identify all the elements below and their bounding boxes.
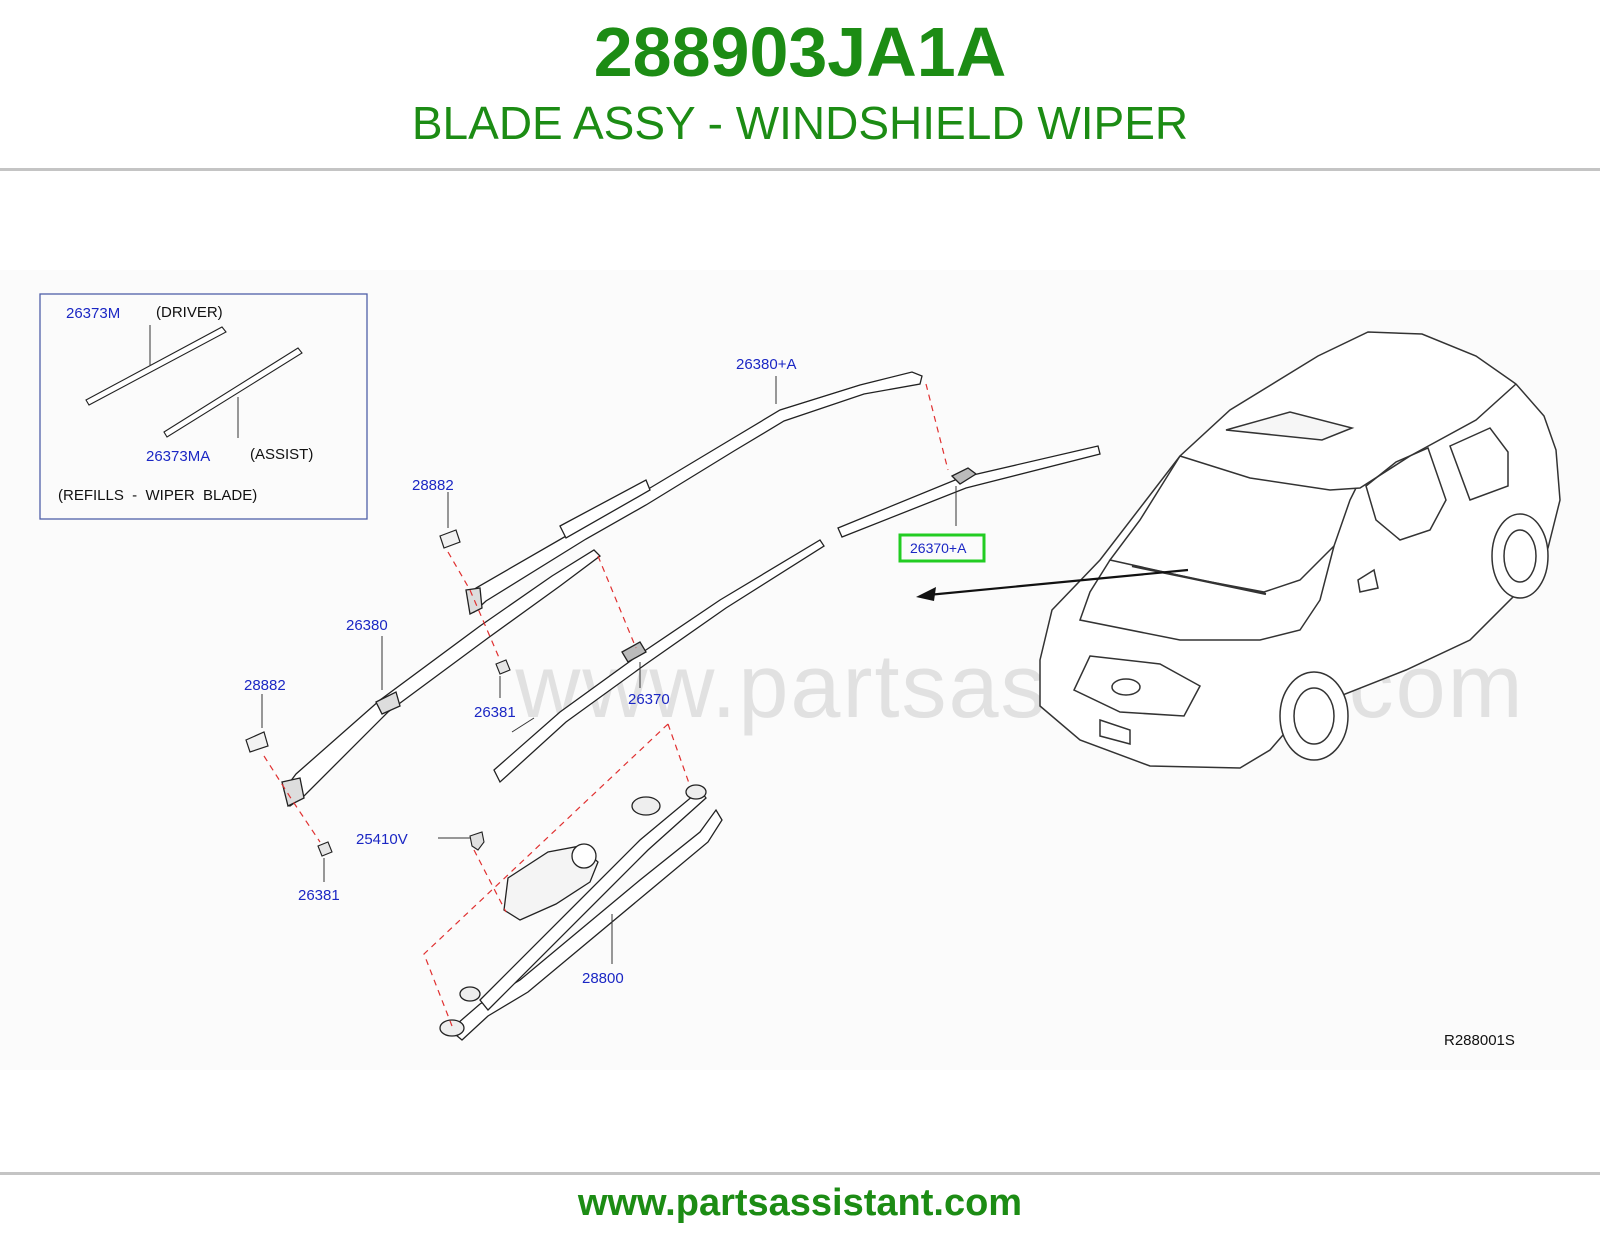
vehicle-hood xyxy=(1079,545,1335,641)
header-divider xyxy=(0,168,1600,171)
callout-cap-upper[interactable]: 28882 xyxy=(412,477,454,494)
vehicle-front-window xyxy=(1365,446,1447,541)
pivot-cap-upper xyxy=(439,529,461,549)
arm-driver-pivot xyxy=(281,777,305,807)
vehicle-illustration xyxy=(1039,331,1561,769)
wiper-blade-driver xyxy=(493,539,825,784)
callout-cap-lower[interactable]: 28882 xyxy=(244,677,286,694)
wiper-blade-assist xyxy=(837,445,1101,538)
vehicle-rear-wheel xyxy=(1491,513,1549,599)
vehicle-windshield xyxy=(1108,455,1357,593)
blade-driver-clip xyxy=(621,641,647,663)
refills-inset-border xyxy=(39,293,368,520)
callout-blade-driver[interactable]: 26370 xyxy=(628,691,670,708)
wiper-motor-cap xyxy=(571,843,597,869)
dash-cap-to-nut-upper xyxy=(447,551,501,661)
dash-arm-to-blade-driver xyxy=(597,555,637,649)
callout-arm-assist[interactable]: 26380+A xyxy=(736,356,796,373)
arm-assist-sleeve xyxy=(559,479,651,539)
refill-strip-assist xyxy=(163,347,303,438)
linkage-pivot-shaft-lower xyxy=(459,986,481,1002)
vehicle-roof-edge xyxy=(1179,383,1517,491)
vehicle-rear-hub xyxy=(1503,529,1537,583)
blade-assist-clip xyxy=(950,467,978,485)
vehicle-front-wheel xyxy=(1279,671,1349,761)
vehicle-wiper-blades xyxy=(1131,564,1267,596)
nut-upper xyxy=(495,659,511,675)
vehicle-mirror xyxy=(1357,568,1379,593)
wiper-arm-driver xyxy=(281,549,601,808)
callout-nut-lower[interactable]: 26381 xyxy=(298,887,340,904)
linkage-pivot-shaft-upper xyxy=(685,784,707,800)
diagram-canvas: www.partsassistant.com 26373M (DRIVER) 2… xyxy=(39,293,1561,1049)
refill-strip-driver xyxy=(85,326,227,406)
pivot-cap-lower xyxy=(245,731,269,753)
wiper-linkage xyxy=(439,784,723,1041)
refills-caption: (REFILLS - WIPER BLADE) xyxy=(58,487,257,504)
locator-arrow-line xyxy=(927,568,1189,597)
parts-diagram: www.partsassistant.com 26373M (DRIVER) 2… xyxy=(0,270,1600,1070)
arm-assist-line xyxy=(779,384,861,411)
wiper-motor xyxy=(503,845,599,921)
dash-bolt-to-motor xyxy=(473,849,507,913)
vehicle-grille xyxy=(1073,655,1202,717)
callout-refill-assist[interactable]: 26373MA xyxy=(146,448,210,465)
blade-assist-body xyxy=(837,445,1101,538)
nut-lower xyxy=(317,841,333,857)
callout-bolt[interactable]: 25410V xyxy=(356,831,408,848)
vehicle-emblem xyxy=(1111,678,1141,696)
drawing-ref: R288001S xyxy=(1444,1032,1515,1049)
footer-url[interactable]: www.partsassistant.com xyxy=(577,1182,1023,1224)
linkage-pivot-lower xyxy=(439,1019,465,1037)
callout-arm-driver[interactable]: 26380 xyxy=(346,617,388,634)
refill-driver-label: (DRIVER) xyxy=(156,304,223,321)
callout-refill-driver[interactable]: 26373M xyxy=(66,305,120,322)
part-title: BLADE ASSY - WINDSHIELD WIPER xyxy=(411,97,1189,149)
refill-assist-label: (ASSIST) xyxy=(250,446,313,463)
bolt xyxy=(469,831,485,851)
leader-nut-upper-b xyxy=(511,717,535,733)
footer-divider xyxy=(0,1172,1600,1175)
linkage-pivot-upper xyxy=(631,796,661,816)
vehicle-license-plate xyxy=(1099,718,1131,745)
vehicle-sunroof xyxy=(1225,411,1355,441)
linkage-rod-main xyxy=(448,808,723,1041)
page-header: 288903JA1A BLADE ASSY - WINDSHIELD WIPER xyxy=(0,0,1600,170)
callout-linkage[interactable]: 28800 xyxy=(582,970,624,987)
assembly-dash-lines xyxy=(263,383,949,1027)
callout-nut-upper[interactable]: 26381 xyxy=(474,704,516,721)
vehicle-rear-window xyxy=(1449,427,1509,501)
part-number: 288903JA1A xyxy=(593,13,1007,91)
vehicle-body-outline xyxy=(1039,331,1561,769)
vehicle-front-hub xyxy=(1293,687,1335,745)
wiper-arm-assist xyxy=(465,371,923,615)
locator-arrow-head xyxy=(916,587,936,601)
blade-driver-body xyxy=(493,539,825,784)
dash-arm-to-blade-assist xyxy=(925,383,949,471)
refills-inset: 26373M (DRIVER) 26373MA (ASSIST) (REFILL… xyxy=(39,293,368,520)
callout-blade-assist[interactable]: 26370+A xyxy=(910,540,967,556)
arm-assist-pivot xyxy=(465,587,483,615)
dash-linkage-outline xyxy=(423,723,691,1027)
arm-driver-joint xyxy=(375,691,401,715)
linkage-rod-secondary xyxy=(479,789,707,1011)
highlight-box xyxy=(898,533,986,563)
arm-assist-body xyxy=(467,371,923,614)
